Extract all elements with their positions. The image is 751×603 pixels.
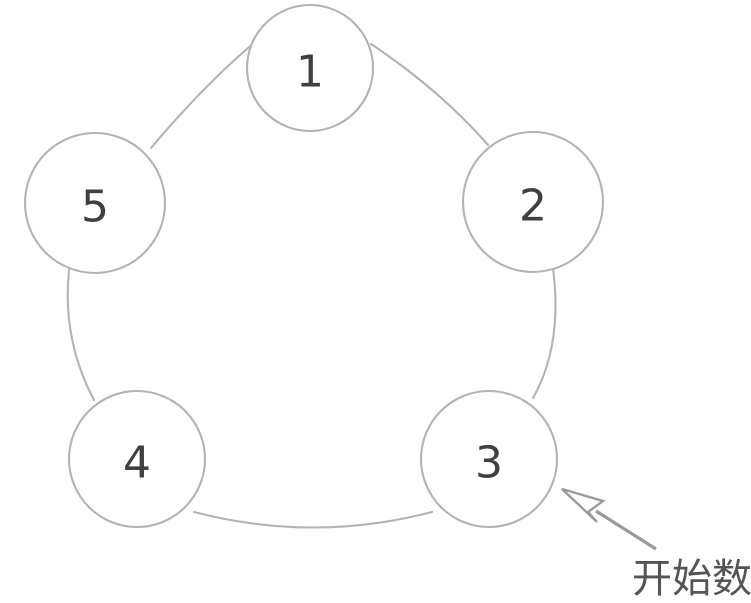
node-label-3: 3 (475, 438, 503, 489)
arrow-head-icon (561, 487, 606, 523)
arrow-shaft (595, 509, 657, 551)
node-label-4: 4 (123, 438, 151, 489)
node-circle-5[interactable] (23, 131, 167, 275)
node-circle-1[interactable] (245, 3, 375, 133)
edge-1-to-2 (369, 42, 490, 147)
node-group (23, 3, 605, 529)
edge-group (66, 40, 557, 529)
node-label-5: 5 (81, 182, 109, 233)
node-label-2: 2 (519, 181, 547, 232)
edge-4-to-5 (66, 268, 96, 402)
node-circle-4[interactable] (67, 389, 207, 529)
edge-2-to-3 (531, 266, 557, 400)
annotation-label: 开始数 (632, 556, 751, 602)
annotation-arrow (561, 487, 657, 551)
edge-5-to-1 (149, 40, 257, 150)
node-circle-2[interactable] (461, 130, 605, 274)
node-label-group: 1 2 3 4 5 (81, 47, 547, 489)
edge-3-to-4 (192, 510, 434, 529)
node-circle-3[interactable] (419, 389, 559, 529)
node-label-1: 1 (296, 47, 324, 98)
